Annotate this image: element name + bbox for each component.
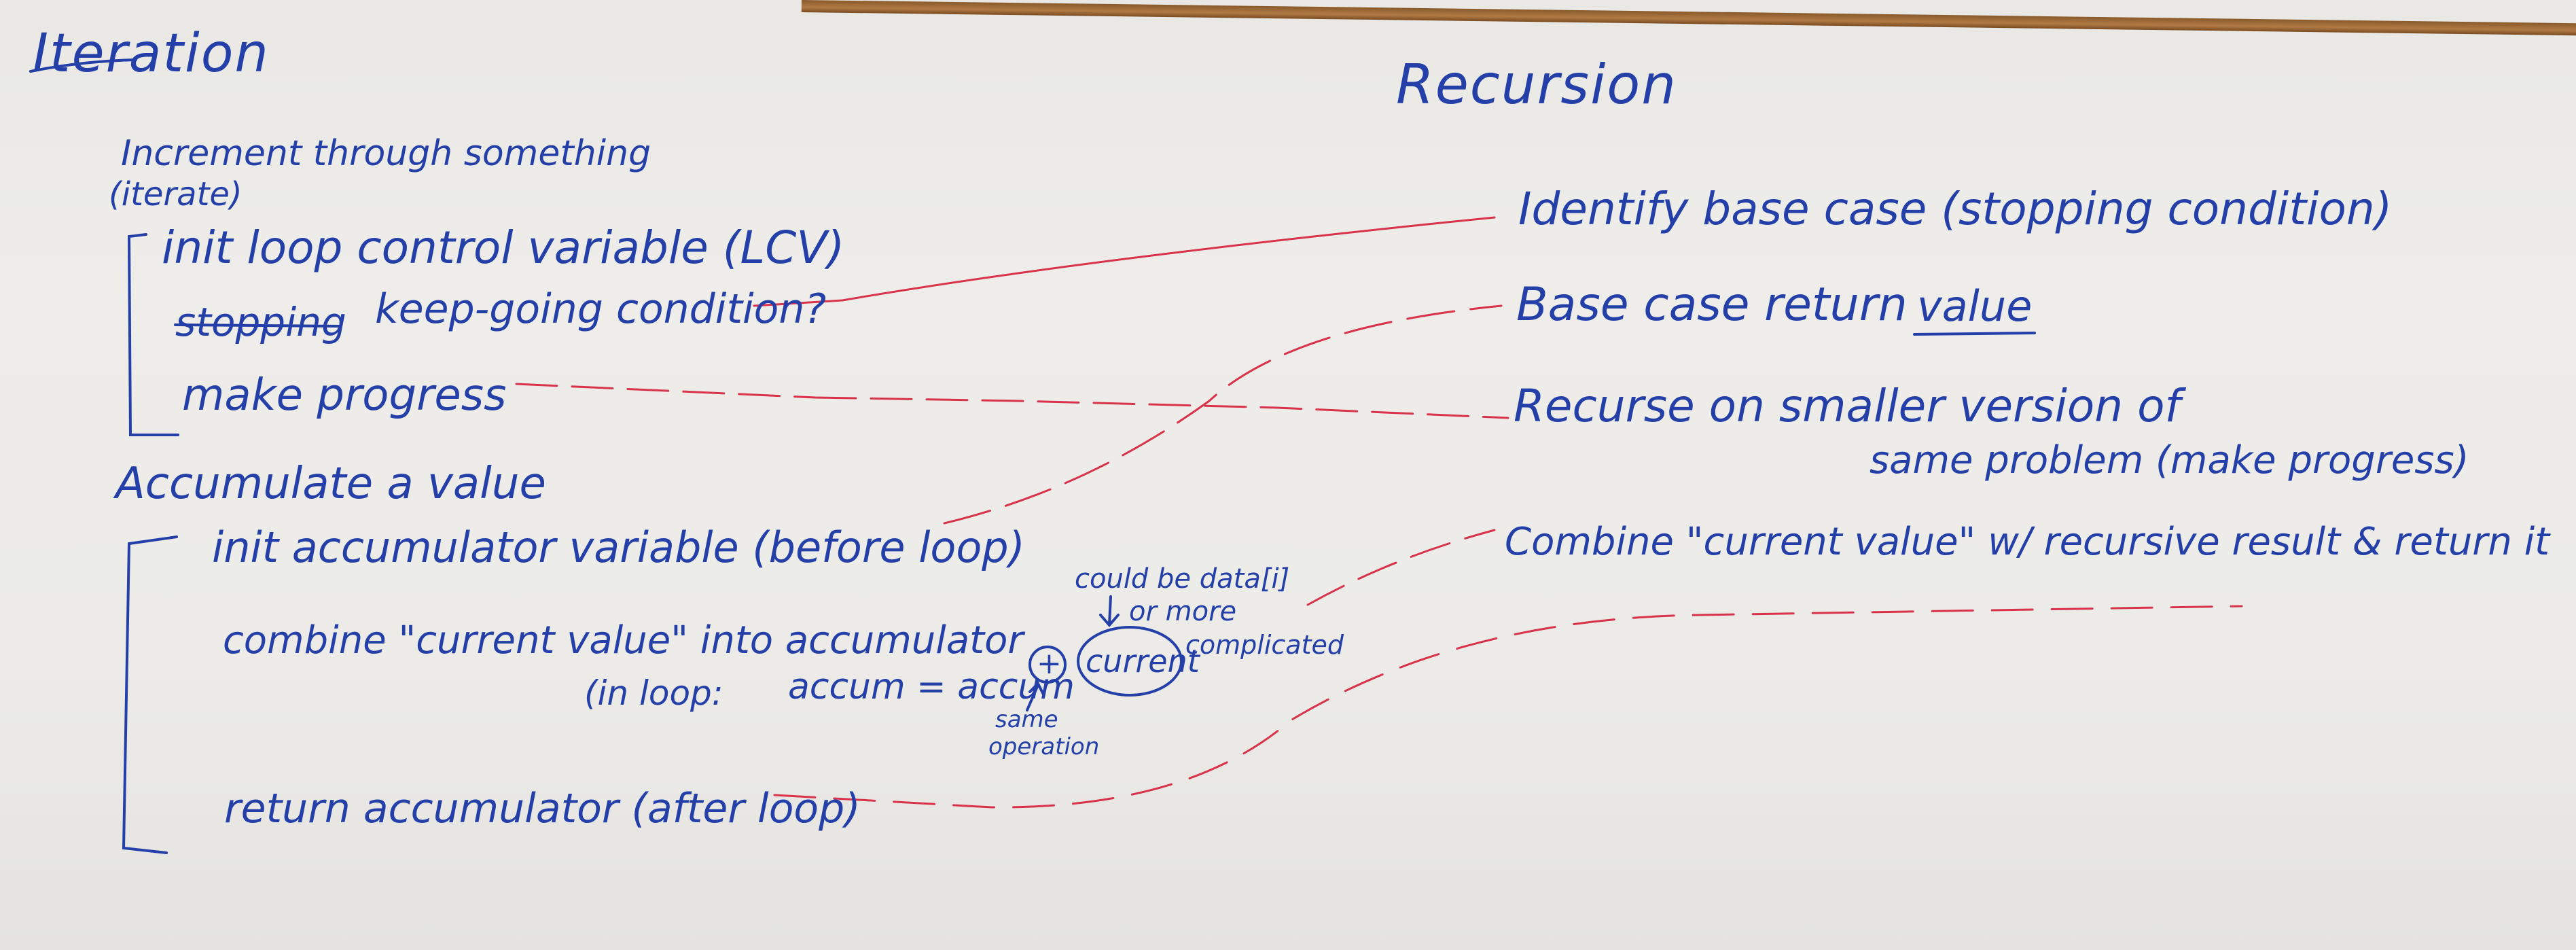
accumulate-heading: Accumulate a value <box>115 459 546 509</box>
red-line-combine-to-combine <box>1306 529 1496 606</box>
complicated: complicated <box>1185 630 1344 660</box>
combine-recursive: Combine "current value" w/ recursive res… <box>1505 520 2550 564</box>
init-lcv: init loop control variable (LCV) <box>162 222 845 274</box>
keep-going-condition: keep-going condition? <box>375 285 827 333</box>
combine-into-accumulator: combine "current value" into accumulator <box>223 618 1024 663</box>
recurse-line2: same problem (make progress) <box>1870 438 2469 482</box>
value-underline <box>1913 332 2036 336</box>
could-be-arrow <box>1099 595 1120 628</box>
red-line-stopping-to-base <box>753 216 1496 307</box>
iteration-heading-stroke <box>29 58 137 73</box>
init-accumulator: init accumulator variable (before loop) <box>212 523 1025 572</box>
recurse-line1: Recurse on smaller version of <box>1514 380 2181 432</box>
value-word: value <box>1917 281 2033 331</box>
return-accumulator: return accumulator (after loop) <box>224 785 861 832</box>
current-word: current <box>1086 643 1200 680</box>
in-loop: (in loop: <box>584 673 723 713</box>
current-ellipse <box>1077 626 1183 697</box>
increment-line1: Increment through something <box>121 133 651 174</box>
could-be-data-i: could be data[i] <box>1075 563 1290 595</box>
stopping-word: stopping <box>175 299 346 345</box>
bracket-accumulate <box>122 535 178 854</box>
red-line-return-to-return <box>773 605 2243 809</box>
iteration-heading: Iteration <box>33 23 270 84</box>
plus-circle <box>1028 646 1067 684</box>
or-more: or more <box>1129 596 1237 627</box>
make-progress: make progress <box>182 370 507 421</box>
accum-expression: accum = accum <box>788 667 1075 707</box>
identify-base-case: Identify base case (stopping condition) <box>1518 183 2393 235</box>
base-case-return: Base case return <box>1516 278 1908 332</box>
plus-symbol: + <box>1037 646 1062 681</box>
bracket-loop-control <box>127 233 179 436</box>
red-line-progress-to-recurse <box>515 383 1509 419</box>
recursion-heading: Recursion <box>1396 53 1677 116</box>
same-operation-arrow <box>1026 681 1045 711</box>
red-line-init-to-basereturn <box>943 304 1503 525</box>
increment-line2: (iterate) <box>109 175 243 213</box>
stopping-strikethrough <box>174 323 341 328</box>
operation-label: operation <box>988 733 1100 760</box>
same-label: same <box>995 706 1058 733</box>
